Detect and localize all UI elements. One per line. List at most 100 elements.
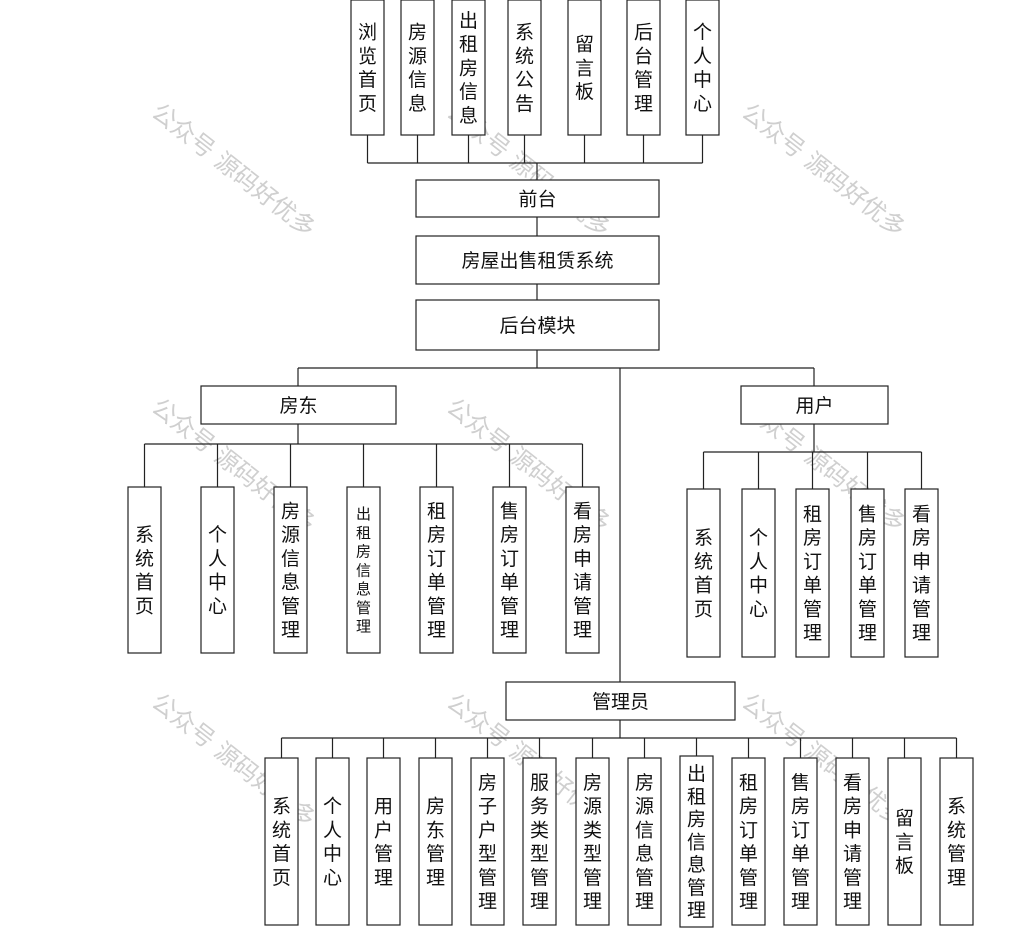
front-item-6: 后台管理 (626, 0, 661, 136)
admin-box: 管理员 (505, 681, 736, 721)
user-item-2-rect (741, 488, 776, 658)
landlord-item-6-label: 售房订单管理 (500, 500, 519, 641)
front-item-5-rect (567, 0, 602, 136)
landlord-item-1: 系统首页 (127, 486, 162, 654)
admin-item-7-rect (575, 757, 610, 926)
diagram-nodes: 浏览首页房源信息出租房信息系统公告留言板后台管理个人中心前台房屋出售租赁系统后台… (127, 0, 974, 928)
front-item-1: 浏览首页 (350, 0, 385, 136)
admin-item-11: 售房订单管理 (783, 757, 818, 926)
landlord-item-5: 租房订单管理 (419, 486, 454, 654)
landlord-item-7-rect (565, 486, 600, 654)
front-item-3-rect (451, 0, 486, 136)
admin-item-4: 房东管理 (418, 757, 453, 926)
landlord-item-7-label: 看房申请管理 (573, 500, 592, 641)
landlord-box-label: 房东 (279, 395, 317, 417)
landlord-box-rect (200, 385, 397, 425)
admin-item-12: 看房申请管理 (835, 757, 870, 926)
user-item-1-label: 系统首页 (694, 527, 713, 620)
user-item-5-rect (904, 488, 939, 658)
admin-item-1-label: 系统首页 (272, 796, 291, 889)
user-item-1: 系统首页 (686, 488, 721, 658)
front-item-5-label: 留言板 (575, 34, 594, 104)
front-item-2: 房源信息 (400, 0, 435, 136)
admin-item-10-rect (731, 757, 766, 926)
landlord-item-6-rect (492, 486, 527, 654)
user-item-2-label: 个人中心 (749, 527, 768, 620)
front-item-4-label: 系统公告 (515, 22, 534, 115)
watermark-text-1: 公众号 源码好优多 (146, 98, 321, 243)
landlord-item-4-rect (346, 486, 381, 654)
system-box-label: 房屋出售租赁系统 (461, 250, 613, 272)
admin-item-13: 留言板 (887, 757, 922, 926)
admin-item-10: 租房订单管理 (731, 757, 766, 926)
front-item-6-label: 后台管理 (634, 22, 653, 115)
admin-item-9-rect (679, 755, 714, 928)
landlord-item-5-label: 租房订单管理 (427, 500, 446, 641)
admin-item-4-rect (418, 757, 453, 926)
admin-item-2-label: 个人中心 (323, 796, 342, 889)
front-item-1-label: 浏览首页 (358, 22, 377, 115)
admin-item-5: 房子户型管理 (470, 757, 505, 926)
landlord-item-4: 出租房信息管理 (346, 486, 381, 654)
admin-item-11-rect (783, 757, 818, 926)
admin-item-9-label: 出租房信息管理 (687, 763, 706, 921)
front-item-5: 留言板 (567, 0, 602, 136)
landlord-item-2-label: 个人中心 (208, 524, 227, 617)
admin-item-1: 系统首页 (264, 757, 299, 926)
landlord-item-1-label: 系统首页 (135, 524, 154, 617)
user-box: 用户 (740, 385, 889, 425)
front-item-3-label: 出租房信息 (459, 10, 478, 127)
admin-item-9: 出租房信息管理 (679, 755, 714, 928)
admin-item-5-label: 房子户型管理 (478, 772, 497, 913)
front-item-4-rect (507, 0, 542, 136)
landlord-item-6: 售房订单管理 (492, 486, 527, 654)
front-item-7-label: 个人中心 (693, 22, 712, 115)
admin-item-6: 服务类型管理 (522, 757, 557, 926)
front-item-1-rect (350, 0, 385, 136)
backend-box-label: 后台模块 (499, 315, 575, 337)
admin-item-10-label: 租房订单管理 (739, 772, 758, 913)
admin-item-7-label: 房源类型管理 (583, 772, 602, 913)
admin-item-6-label: 服务类型管理 (530, 772, 549, 913)
admin-item-13-rect (887, 757, 922, 926)
front-item-2-rect (400, 0, 435, 136)
admin-item-13-label: 留言板 (895, 808, 914, 878)
backend-box-rect (415, 299, 660, 351)
admin-item-6-rect (522, 757, 557, 926)
landlord-item-7: 看房申请管理 (565, 486, 600, 654)
landlord-item-1-rect (127, 486, 162, 654)
admin-item-7: 房源类型管理 (575, 757, 610, 926)
user-item-5-label: 看房申请管理 (912, 503, 931, 644)
connector-lines (143, 135, 958, 758)
admin-item-2-rect (315, 757, 350, 926)
admin-item-2: 个人中心 (315, 757, 350, 926)
front-item-2-label: 房源信息 (408, 22, 427, 115)
admin-box-label: 管理员 (592, 691, 649, 713)
admin-item-5-rect (470, 757, 505, 926)
user-item-3-rect (795, 488, 830, 658)
landlord-item-2: 个人中心 (200, 486, 235, 654)
front-item-6-rect (626, 0, 661, 136)
landlord-item-3: 房源信息管理 (273, 486, 308, 654)
front-desk-box-rect (415, 179, 660, 218)
front-desk-box-label: 前台 (518, 189, 556, 211)
user-item-1-rect (686, 488, 721, 658)
watermark-text-3: 公众号 源码好优多 (736, 98, 911, 243)
front-item-7-rect (685, 0, 720, 136)
user-box-label: 用户 (795, 395, 833, 417)
landlord-item-3-rect (273, 486, 308, 654)
landlord-box: 房东 (200, 385, 397, 425)
admin-item-3-label: 用户管理 (374, 796, 393, 889)
admin-item-14: 系统管理 (939, 757, 974, 926)
front-desk-box: 前台 (415, 179, 660, 218)
admin-item-3-rect (366, 757, 401, 926)
user-item-3: 租房订单管理 (795, 488, 830, 658)
user-item-5: 看房申请管理 (904, 488, 939, 658)
landlord-item-2-rect (200, 486, 235, 654)
user-item-4-label: 售房订单管理 (858, 503, 877, 644)
landlord-item-4-label: 出租房信息管理 (356, 505, 371, 636)
admin-box-rect (505, 681, 736, 721)
system-box-rect (415, 235, 660, 285)
user-item-2: 个人中心 (741, 488, 776, 658)
